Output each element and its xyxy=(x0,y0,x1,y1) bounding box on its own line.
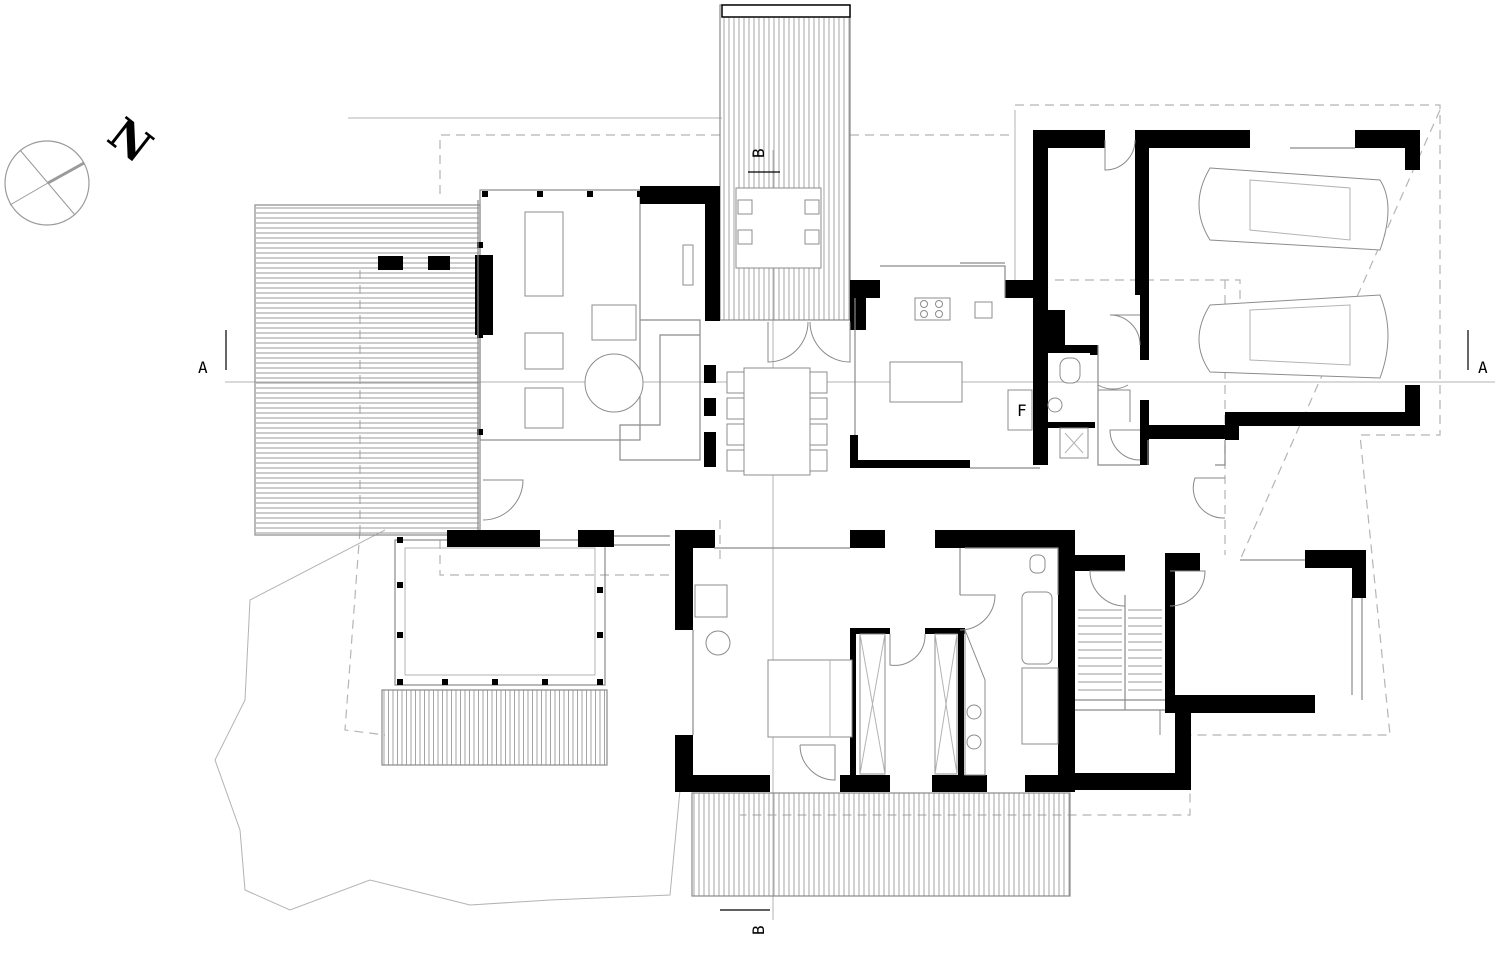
partitions xyxy=(477,147,1363,735)
north-deck-edge xyxy=(721,4,851,18)
section-a-left-label: A xyxy=(198,358,208,377)
bathroom-fixtures xyxy=(1047,357,1089,459)
fridge-label: F xyxy=(1017,401,1027,420)
post xyxy=(492,679,498,685)
post xyxy=(442,679,448,685)
post xyxy=(397,679,403,685)
post xyxy=(482,191,488,197)
section-guides xyxy=(225,150,1495,920)
post xyxy=(537,191,543,197)
section-marker-b-top: B xyxy=(748,148,780,173)
post xyxy=(597,632,603,638)
compass-circle-icon xyxy=(4,140,90,226)
section-b-top-label: B xyxy=(749,148,768,158)
doors xyxy=(482,139,1226,781)
section-a-right-label: A xyxy=(1478,358,1488,377)
post xyxy=(477,429,483,435)
pergola xyxy=(394,539,606,686)
section-marker-a-left: A xyxy=(198,330,227,377)
dining-chairs xyxy=(726,199,828,472)
post xyxy=(587,191,593,197)
garage-cars xyxy=(1198,167,1389,379)
post xyxy=(397,632,403,638)
post xyxy=(397,582,403,588)
west-deck xyxy=(256,207,479,534)
pool-deck xyxy=(383,690,605,765)
staircase xyxy=(1078,609,1162,691)
section-marker-b-bottom: B xyxy=(720,909,770,935)
bedroom-furniture xyxy=(694,584,958,775)
south-deck-outline xyxy=(691,792,1071,897)
kitchen-furniture: F xyxy=(889,297,1033,431)
west-deck-outline xyxy=(254,204,481,536)
site-outline xyxy=(214,110,1016,911)
pool-deck-outline xyxy=(381,689,608,766)
south-deck xyxy=(693,793,1070,896)
section-b-bottom-label: B xyxy=(749,925,768,935)
post xyxy=(542,679,548,685)
north-arrow: N xyxy=(4,108,161,226)
north-deck xyxy=(723,18,850,320)
north-label: N xyxy=(98,108,161,173)
post xyxy=(597,679,603,685)
ensuite-fixtures xyxy=(964,554,1059,776)
section-marker-a-right: A xyxy=(1467,330,1488,377)
living-furniture xyxy=(524,211,694,429)
post xyxy=(397,537,403,543)
walls xyxy=(378,130,1420,792)
north-deck-outline xyxy=(719,4,851,321)
post xyxy=(477,242,483,248)
post xyxy=(597,587,603,593)
